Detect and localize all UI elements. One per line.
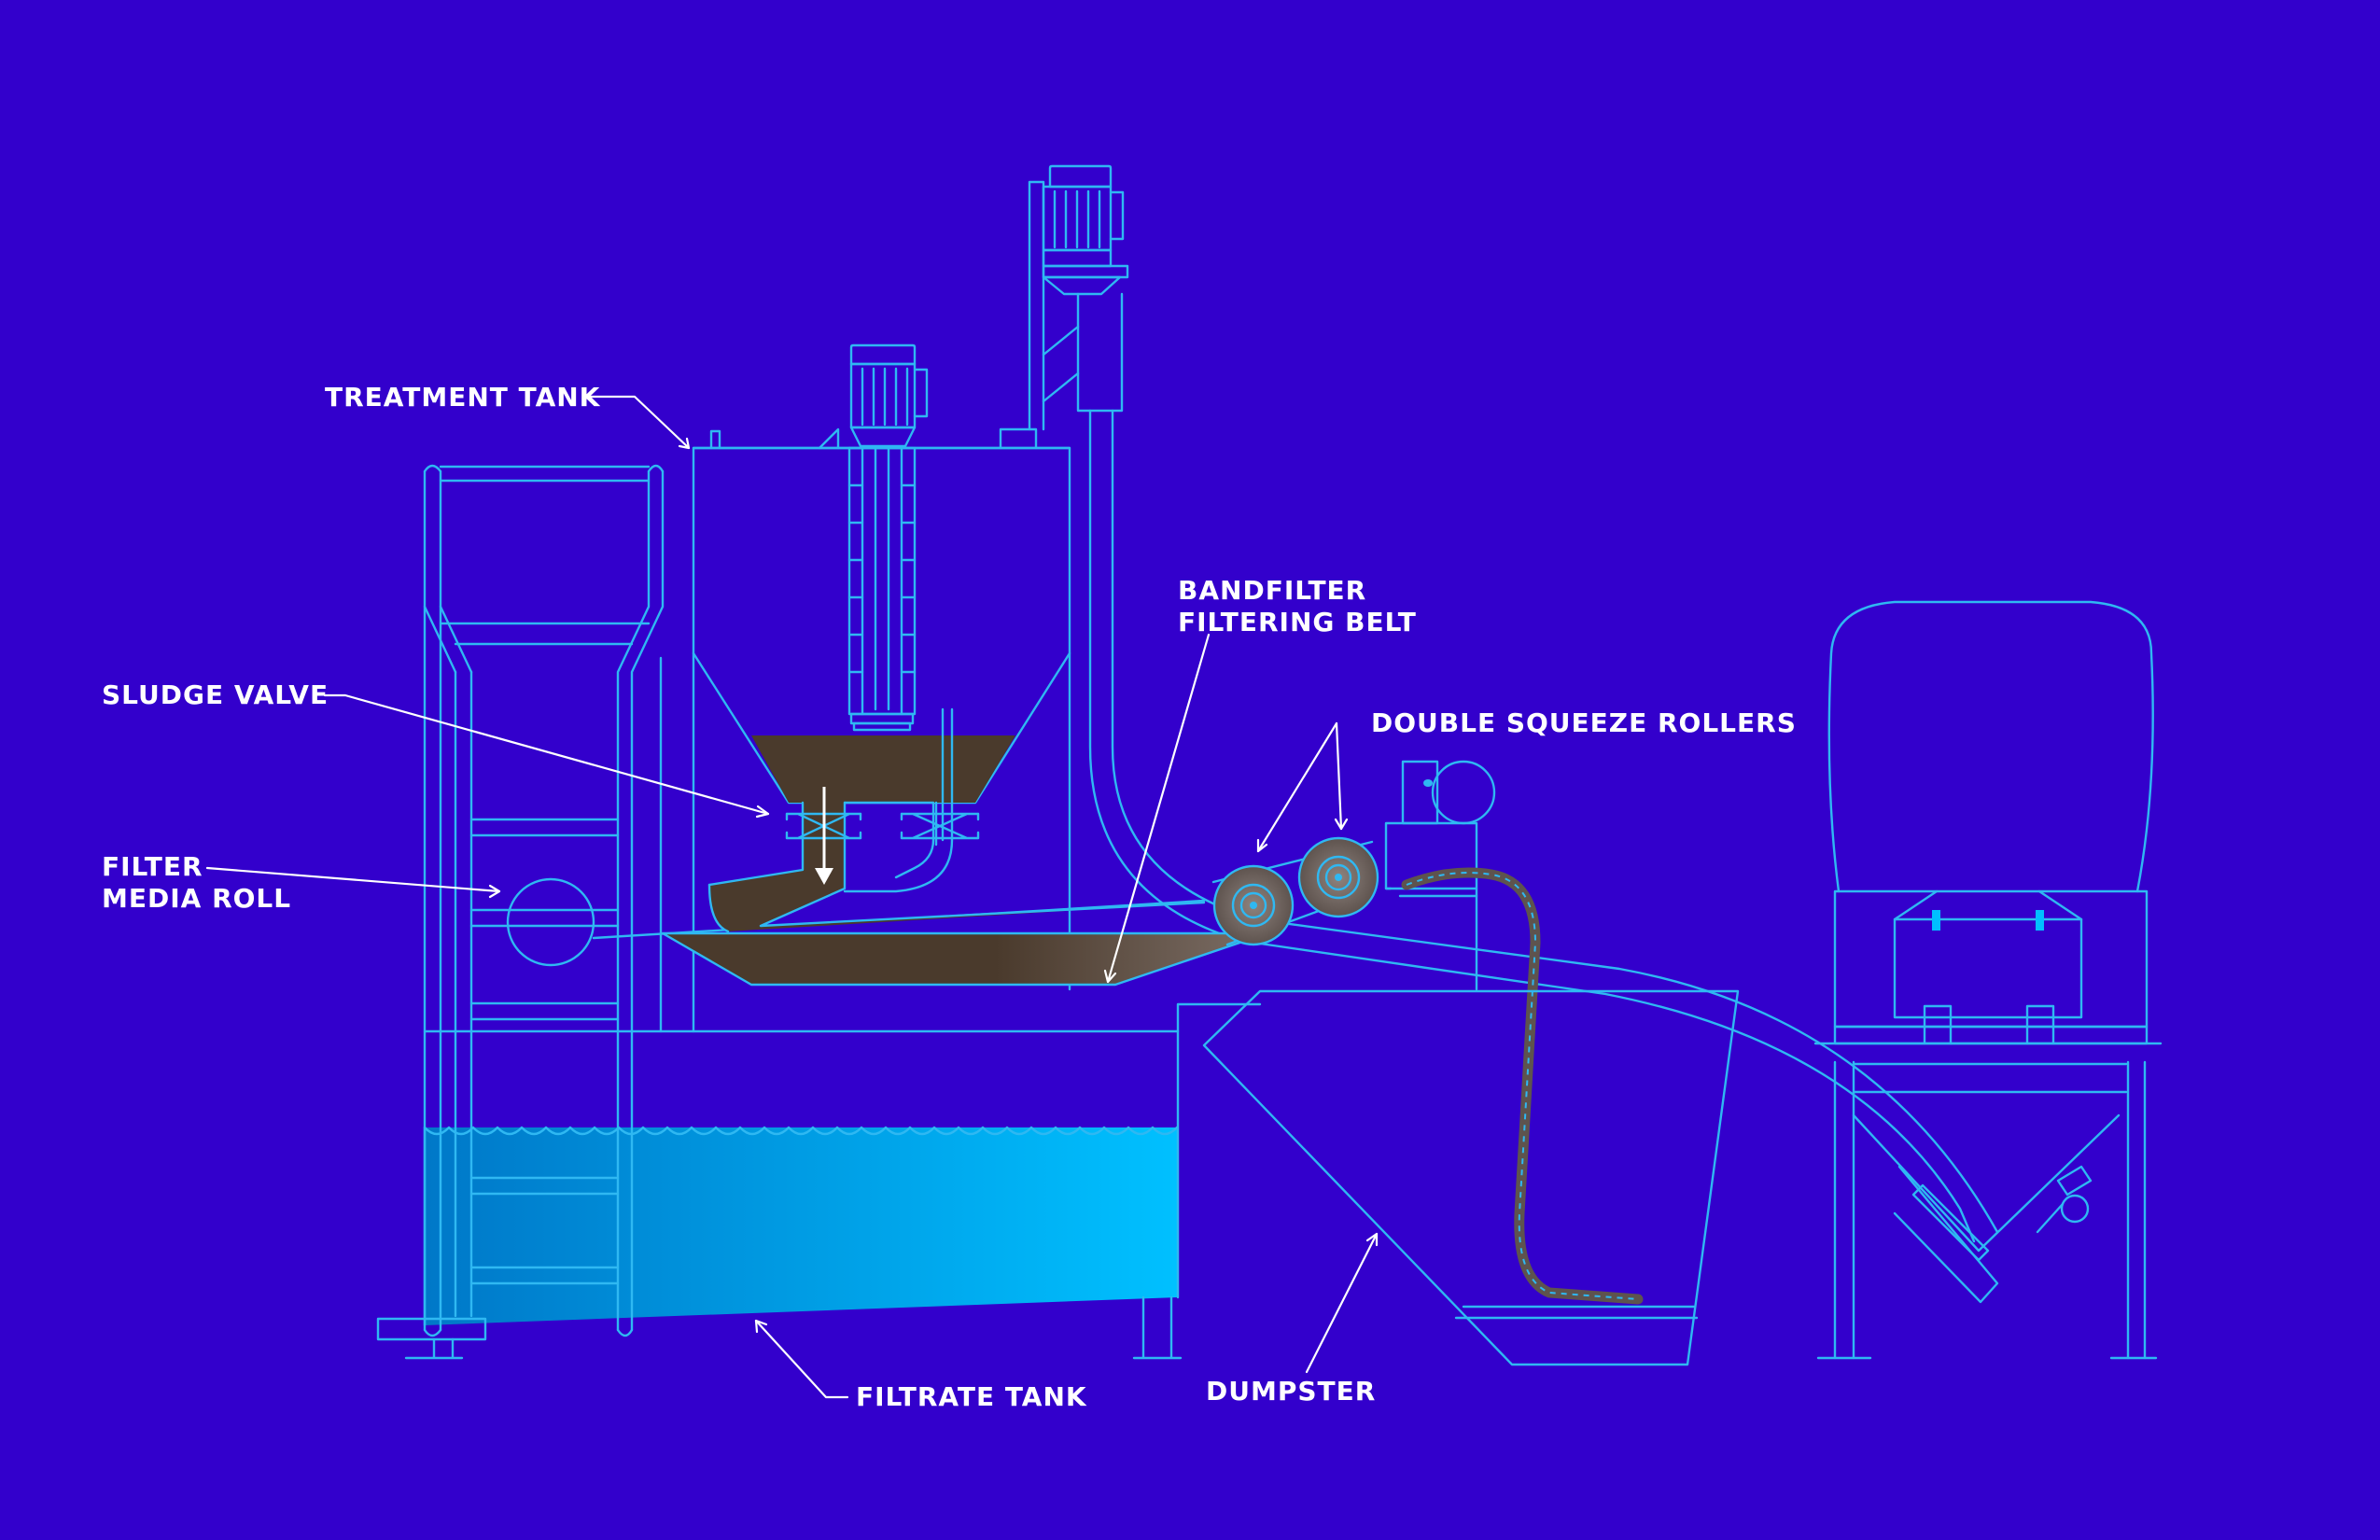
callout-pointers bbox=[205, 395, 1379, 1399]
treatment-tank bbox=[692, 427, 1071, 1033]
label-filtrate-tank: FILTRATE TANK bbox=[856, 1381, 1087, 1412]
dumpster bbox=[1202, 989, 1740, 1366]
label-filter-media-line1: FILTER bbox=[102, 851, 203, 882]
double-squeeze-rollers bbox=[1211, 836, 1379, 946]
label-treatment-tank: TREATMENT TANK bbox=[325, 382, 601, 413]
label-double-squeeze-rollers: DOUBLE SQUEEZE ROLLERS bbox=[1371, 707, 1797, 738]
conveyor-column bbox=[1028, 164, 1999, 1243]
label-sludge-valve: SLUDGE VALVE bbox=[102, 679, 329, 710]
bandfilter-belt bbox=[661, 931, 1269, 987]
roller-drive-motor bbox=[1384, 760, 1496, 991]
bag-filling-station bbox=[1813, 600, 2163, 1360]
filtrate-tank bbox=[376, 1002, 1262, 1360]
discharge-hose bbox=[1401, 867, 1644, 1305]
label-bandfilter-line1: BANDFILTER bbox=[1178, 575, 1367, 606]
filter-media-roll bbox=[506, 877, 595, 967]
label-dumpster: DUMPSTER bbox=[1206, 1376, 1377, 1407]
label-bandfilter-line2: FILTERING BELT bbox=[1178, 607, 1417, 637]
sludge-outlet bbox=[707, 707, 1206, 933]
sludge-flow-arrow bbox=[815, 787, 833, 885]
mixer-motor bbox=[847, 343, 929, 732]
label-filter-media-line2: MEDIA ROLL bbox=[102, 883, 292, 914]
